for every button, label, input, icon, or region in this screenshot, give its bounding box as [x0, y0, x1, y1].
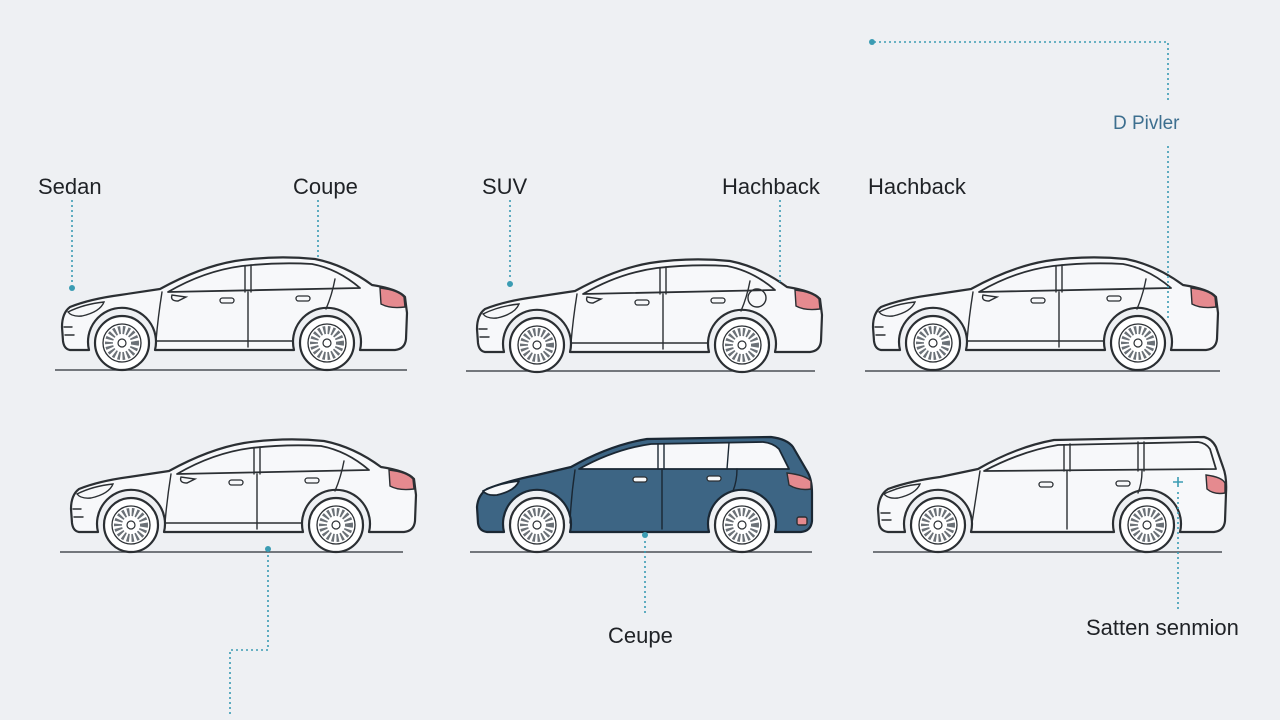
wheel	[104, 498, 158, 552]
label-coupe: Coupe	[293, 174, 358, 199]
label-hachback-1: Hachback	[722, 174, 821, 199]
leader-marker	[869, 39, 875, 45]
wheel	[715, 498, 769, 552]
label-ceupe: Ceupe	[608, 623, 673, 648]
wheel	[906, 316, 960, 370]
label-satten: Satten senmion	[1086, 615, 1239, 640]
wheel	[309, 498, 363, 552]
wheel	[715, 318, 769, 372]
wheel	[911, 498, 965, 552]
label-sedan: Sedan	[38, 174, 102, 199]
label-d-pillar: D Pivler	[1113, 113, 1180, 134]
wheel	[1120, 498, 1174, 552]
label-hachback-2: Hachback	[868, 174, 967, 199]
leader-line-bottom-left	[229, 555, 269, 715]
wheel	[1111, 316, 1165, 370]
wheel	[95, 316, 149, 370]
car-highlighted-suv	[475, 435, 814, 534]
leader-marker	[265, 546, 271, 552]
leader-marker	[69, 285, 75, 291]
wheel	[300, 316, 354, 370]
wheel	[510, 498, 564, 552]
car-wagon	[876, 435, 1228, 534]
label-suv: SUV	[482, 174, 528, 199]
leader-marker-plus	[1173, 477, 1183, 487]
leader-marker	[507, 281, 513, 287]
wheel	[510, 318, 564, 372]
fuel-cap	[747, 288, 767, 308]
leader-marker	[642, 532, 648, 538]
leader-line-d-pillar	[874, 41, 1169, 318]
